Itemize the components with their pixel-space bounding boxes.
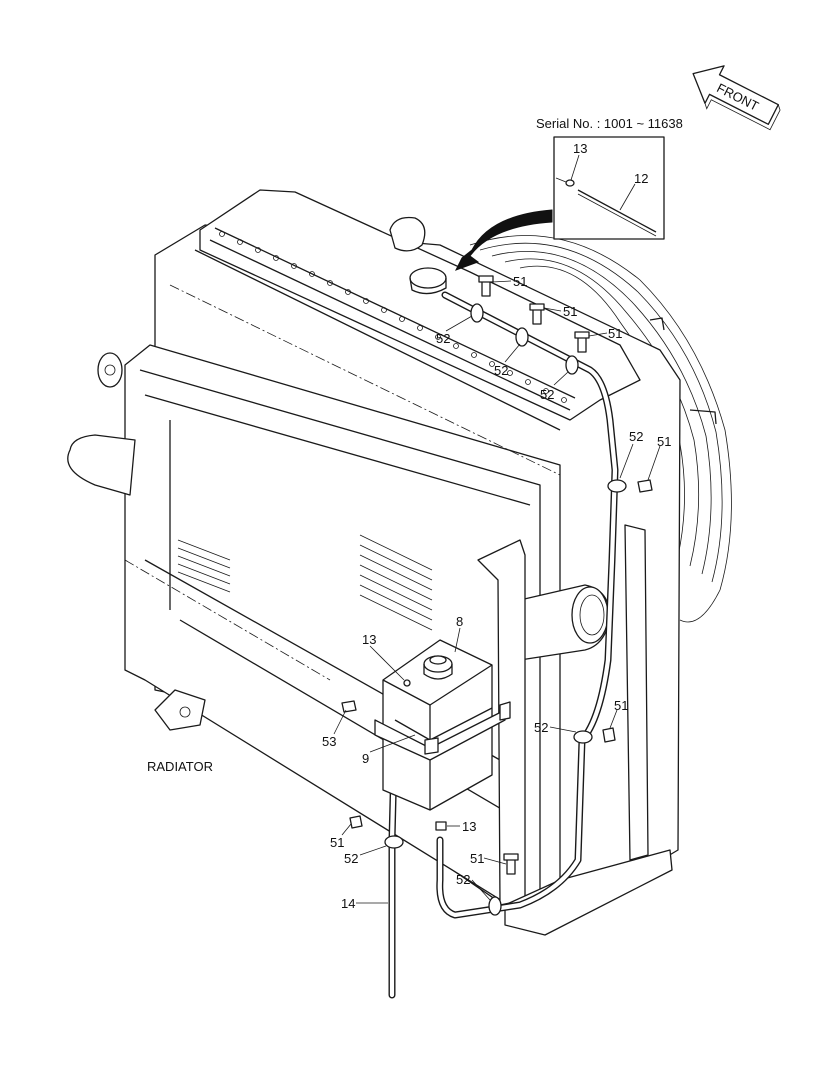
flange-bolts: [219, 231, 567, 403]
label-hose-14: 14: [341, 896, 355, 911]
label-right-51: 51: [657, 434, 671, 449]
label-top-51-c: 51: [608, 326, 622, 341]
leader-lines: [333, 280, 661, 904]
label-tank-13: 13: [362, 632, 376, 647]
label-low-51-right: 51: [470, 851, 484, 866]
radiator-core: [67, 189, 681, 936]
label-bracket-9: 9: [362, 751, 369, 766]
hose-clamps: [384, 303, 627, 916]
inset-frame: [553, 136, 665, 240]
louver-right: [359, 534, 433, 631]
assembly-title: RADIATOR: [147, 759, 213, 774]
reserve-tank: [374, 639, 511, 811]
label-low-52-left: 52: [344, 851, 358, 866]
label-drain-13: 13: [462, 819, 476, 834]
label-low-52-right: 52: [456, 872, 470, 887]
louver-left: [177, 539, 231, 593]
serial-inset: [553, 136, 665, 240]
label-inset-13: 13: [573, 141, 587, 156]
label-top-51-a: 51: [513, 274, 527, 289]
label-mid-51: 51: [614, 698, 628, 713]
label-top-52-b: 52: [494, 363, 508, 378]
label-top-52-c: 52: [540, 387, 554, 402]
label-inset-12: 12: [634, 171, 648, 186]
label-low-51-left: 51: [330, 835, 344, 850]
serial-caption: Serial No. : 1001 ~ 11638: [536, 116, 683, 131]
front-direction-arrow: FRONT: [692, 65, 781, 131]
inset-pointer-arrow: [454, 209, 553, 271]
label-right-52: 52: [629, 429, 643, 444]
label-mid-52: 52: [534, 720, 548, 735]
label-bolt-53: 53: [322, 734, 336, 749]
label-top-52-a: 52: [436, 331, 450, 346]
label-tank-8: 8: [456, 614, 463, 629]
label-top-51-b: 51: [563, 304, 577, 319]
